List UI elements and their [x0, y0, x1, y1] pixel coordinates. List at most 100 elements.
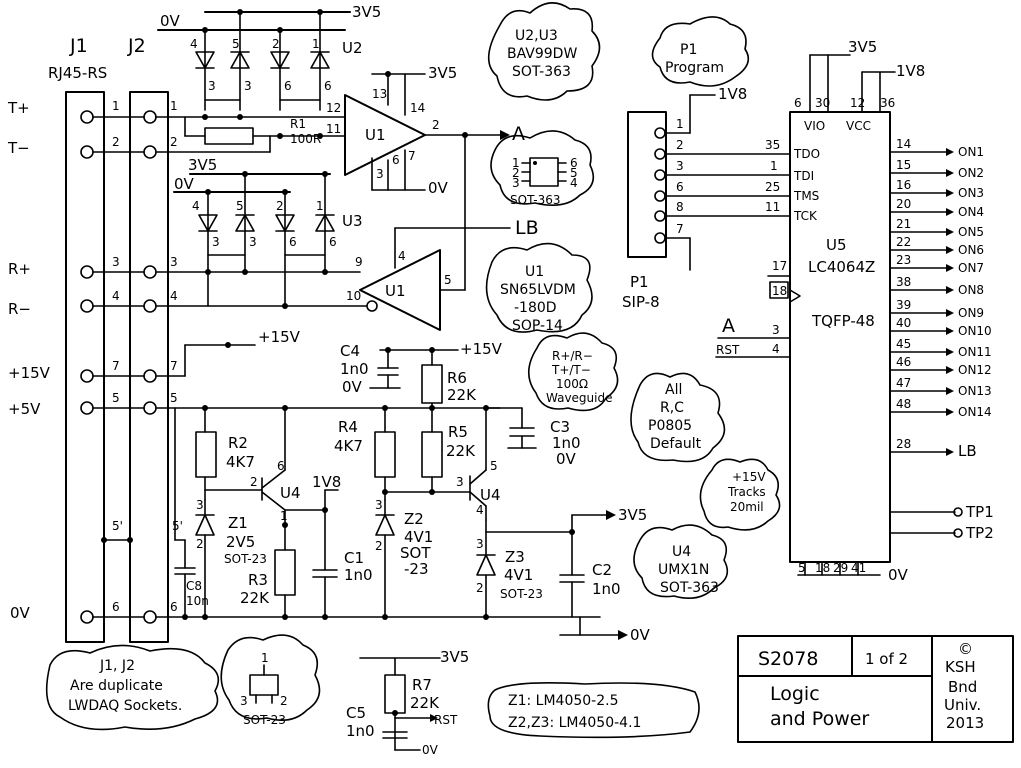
cloud-all-rc: All R,C P0805 Default	[630, 372, 726, 463]
c5-ref: C5	[346, 704, 366, 722]
pin-num: 2	[272, 37, 280, 51]
c1-value: 1n0	[344, 566, 373, 584]
u5-output-net: ON9	[958, 306, 984, 320]
diode-array-u3: 3V5 0V 4 5 2 1 3 3 6 6 U3	[173, 156, 363, 307]
u5-output-pin: 40	[896, 316, 911, 330]
p1-ref: P1	[630, 273, 649, 291]
pin-num: 3	[196, 498, 204, 512]
u1-driver: U1 3V5 13 12 11 14 A 2 0V 3 6 7	[326, 64, 525, 197]
u1-receiver: U1 LB 4 9 10 5	[346, 134, 539, 331]
pin-num: 6	[676, 180, 684, 194]
pin-num: 1	[170, 99, 178, 113]
cloud-text: R,C	[660, 400, 684, 416]
pin-label: TMS	[793, 189, 819, 203]
signal-0v: 0V	[10, 604, 31, 622]
cloud-text: SOT-23	[243, 713, 286, 727]
gnd-label: 0V	[630, 626, 651, 644]
note-text: Z2,Z3: LM4050-4.1	[508, 715, 641, 731]
r7-value: 22K	[410, 694, 440, 712]
pin-num: 6	[289, 235, 297, 249]
u5-output-pin: 47	[896, 376, 911, 390]
pin-num: 5	[112, 391, 120, 405]
pin-num: 2	[676, 138, 684, 152]
r2-ref: R2	[228, 434, 248, 452]
z2-value: 4V1	[404, 528, 433, 546]
org-3: 2013	[946, 714, 984, 732]
cloud-text: Waveguide	[546, 391, 613, 405]
u5-output-pin: 14	[896, 137, 911, 151]
pin-num: 7	[408, 149, 416, 163]
author: KSH	[945, 658, 976, 676]
c4-value: 1n0	[340, 360, 369, 378]
cloud-text: SN65LVDM	[500, 282, 576, 298]
u5-output-net: ON12	[958, 363, 992, 377]
c4-gnd: 0V	[342, 378, 363, 396]
pin-num: 3	[170, 255, 178, 269]
pin-num: 2	[375, 539, 383, 553]
connector-block: J1 J2 RJ45-RS T+ T− R+ R− +15V +5V 0V	[7, 35, 183, 643]
pin-num: 4	[112, 289, 120, 303]
out-3v5: 3V5	[618, 506, 647, 524]
cloud-sot23: 1 3 2 SOT-23	[220, 634, 321, 727]
cloud-text: All	[665, 382, 682, 398]
r1-value: 100R	[290, 132, 321, 146]
u5-vio: VIO	[804, 119, 825, 133]
rail-0v-b: 0V	[174, 175, 195, 193]
t-lines: R1 100R	[155, 114, 346, 153]
u5-output-pin: 21	[896, 217, 911, 231]
u5-output-pin: 16	[896, 178, 911, 192]
c3-value: 1n0	[552, 434, 581, 452]
pin-num: 12	[850, 96, 865, 110]
pin-num: 5	[570, 166, 578, 180]
u5-output-net: ON11	[958, 345, 992, 359]
j1-label: J1	[69, 35, 88, 57]
u1-ground: 0V	[428, 179, 449, 197]
cloud-text: Program	[665, 60, 724, 76]
rail-3v5-b: 3V5	[188, 156, 217, 174]
u1-driver-ref: U1	[365, 126, 386, 144]
cloud-text: Default	[650, 436, 702, 452]
pin-num: 4	[190, 37, 198, 51]
arrow-icon	[946, 448, 954, 456]
signal-plus15: +15V	[8, 364, 51, 382]
r7-ref: R7	[412, 676, 432, 694]
pin-num: 4	[398, 249, 406, 263]
pin-num: 3	[772, 323, 780, 337]
drawing-number: S2078	[758, 648, 818, 670]
out-1v8: 1V8	[312, 473, 341, 491]
u5-output-net: ON14	[958, 405, 992, 419]
pin-num: 2	[432, 118, 440, 132]
u5-input-a: A	[722, 315, 735, 337]
u5-output-pin: 20	[896, 197, 911, 211]
arrow-icon	[946, 387, 954, 395]
arrow-icon	[946, 246, 954, 254]
signal-r-minus: R−	[8, 300, 31, 318]
arrow-icon	[946, 148, 954, 156]
cloud-text: 20mil	[730, 500, 764, 514]
connector-type: RJ45-RS	[48, 64, 107, 82]
cloud-text: SOP-14	[512, 318, 563, 334]
pin-num: 6	[570, 156, 578, 170]
cloud-text: 100Ω	[556, 377, 588, 391]
p1-header: P1 SIP-8 1V8 1 2 3 6 8 7 35 1 25 11	[622, 85, 791, 311]
cloud-text: LWDAQ Sockets.	[68, 698, 182, 714]
c8-value: 10n	[186, 594, 209, 608]
pin-num: 41	[851, 561, 866, 575]
c8-ref: C8	[186, 579, 202, 593]
cloud-tracks: +15V Tracks 20mil	[699, 458, 781, 531]
cloud-text: SOT-363	[660, 580, 719, 596]
cloud-text: SOT-363	[510, 193, 561, 207]
pin-num: 3	[208, 79, 216, 93]
cloud-sot363: 1 2 3 6 5 4 SOT-363	[490, 130, 595, 207]
r4-value: 4K7	[334, 437, 363, 455]
u1-enable-lb: LB	[515, 217, 539, 239]
u5-rail-3v5: 3V5	[848, 38, 877, 56]
pin-num: 1	[316, 199, 324, 213]
pin-num: 7	[676, 222, 684, 236]
arrow-icon	[946, 408, 954, 416]
diode-array-u2: 0V 3V5 4 5 2 1 3 3 6 6 U2	[157, 3, 381, 111]
cloud-text: R+/R−	[552, 349, 593, 363]
pin-num: 9	[355, 255, 363, 269]
u5-output-net: ON6	[958, 243, 984, 257]
u5-output-net: ON7	[958, 261, 984, 275]
